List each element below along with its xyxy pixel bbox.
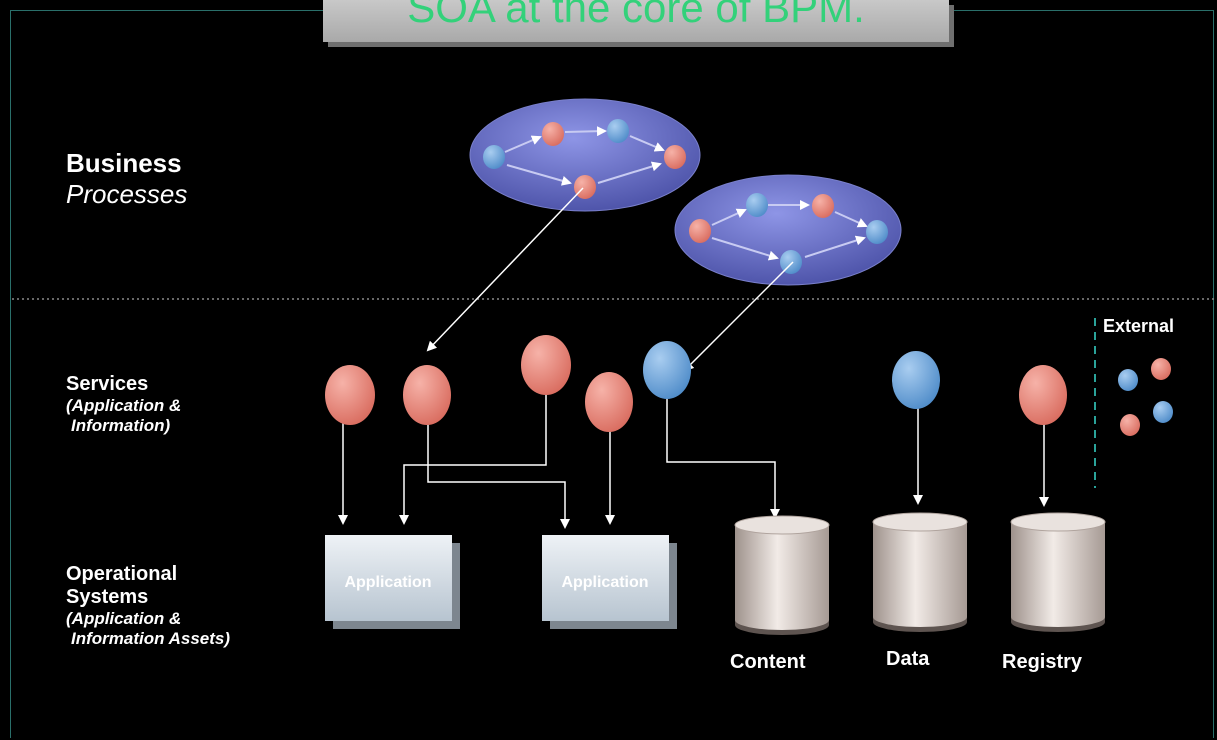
service-node: [521, 335, 571, 395]
business-label-line1: Business: [66, 148, 182, 178]
service-node: [403, 365, 451, 425]
process-node: [542, 122, 564, 146]
business-process-1: [469, 98, 701, 212]
process-to-service-arrow: [683, 261, 794, 372]
service-node: [892, 351, 940, 409]
process-node: [483, 145, 505, 169]
slide-title: SOA at the core of BPM.: [407, 0, 865, 31]
business-label-line2: Processes: [66, 179, 188, 209]
process-node: [664, 145, 686, 169]
operational-label-line1: Operational: [66, 563, 178, 585]
process-node: [780, 250, 802, 274]
operational-layer-label: Operational Systems (Application & Infor…: [66, 563, 230, 649]
business-process-2: [674, 174, 902, 286]
process-node: [574, 175, 596, 199]
application-label: Application: [561, 574, 648, 591]
external-service-node: [1120, 414, 1140, 436]
data-store-label: Data: [886, 648, 930, 670]
external-service-node: [1151, 358, 1171, 380]
registry-store: [1010, 512, 1106, 632]
process-node: [689, 219, 711, 243]
content-store-label: Content: [730, 651, 806, 673]
data-store: [872, 512, 968, 632]
title-banner: SOA at the core of BPM.: [323, 0, 949, 42]
external-label: External: [1103, 316, 1174, 336]
external-service-node: [1153, 401, 1173, 423]
application-label: Application: [344, 574, 431, 591]
process-node: [746, 193, 768, 217]
services-label-line3: Information): [71, 416, 171, 435]
external-service-node: [1118, 369, 1138, 391]
service-node: [325, 365, 375, 425]
service-connector: [427, 420, 570, 529]
process-node: [812, 194, 834, 218]
operational-label-line3: (Application &: [66, 609, 182, 628]
services-layer-label: Services (Application & Information): [66, 373, 181, 436]
business-layer-label: Business Processes: [66, 148, 187, 210]
service-node: [585, 372, 633, 432]
content-store: [734, 515, 830, 635]
service-node: [1019, 365, 1067, 425]
process-node: [866, 220, 888, 244]
service-connector: [399, 390, 547, 525]
service-node: [643, 341, 691, 399]
process-to-service-arrow: [426, 187, 584, 352]
process-node: [607, 119, 629, 143]
application-box-2: Application: [542, 535, 677, 629]
operational-label-line2: Systems: [66, 586, 149, 608]
services-label-line2: (Application &: [66, 396, 182, 415]
operational-label-line4: Information Assets): [71, 629, 231, 648]
services-label-line1: Services: [66, 373, 149, 395]
registry-store-label: Registry: [1002, 651, 1083, 673]
application-box-1: Application: [325, 535, 460, 629]
service-connector: [666, 395, 780, 519]
